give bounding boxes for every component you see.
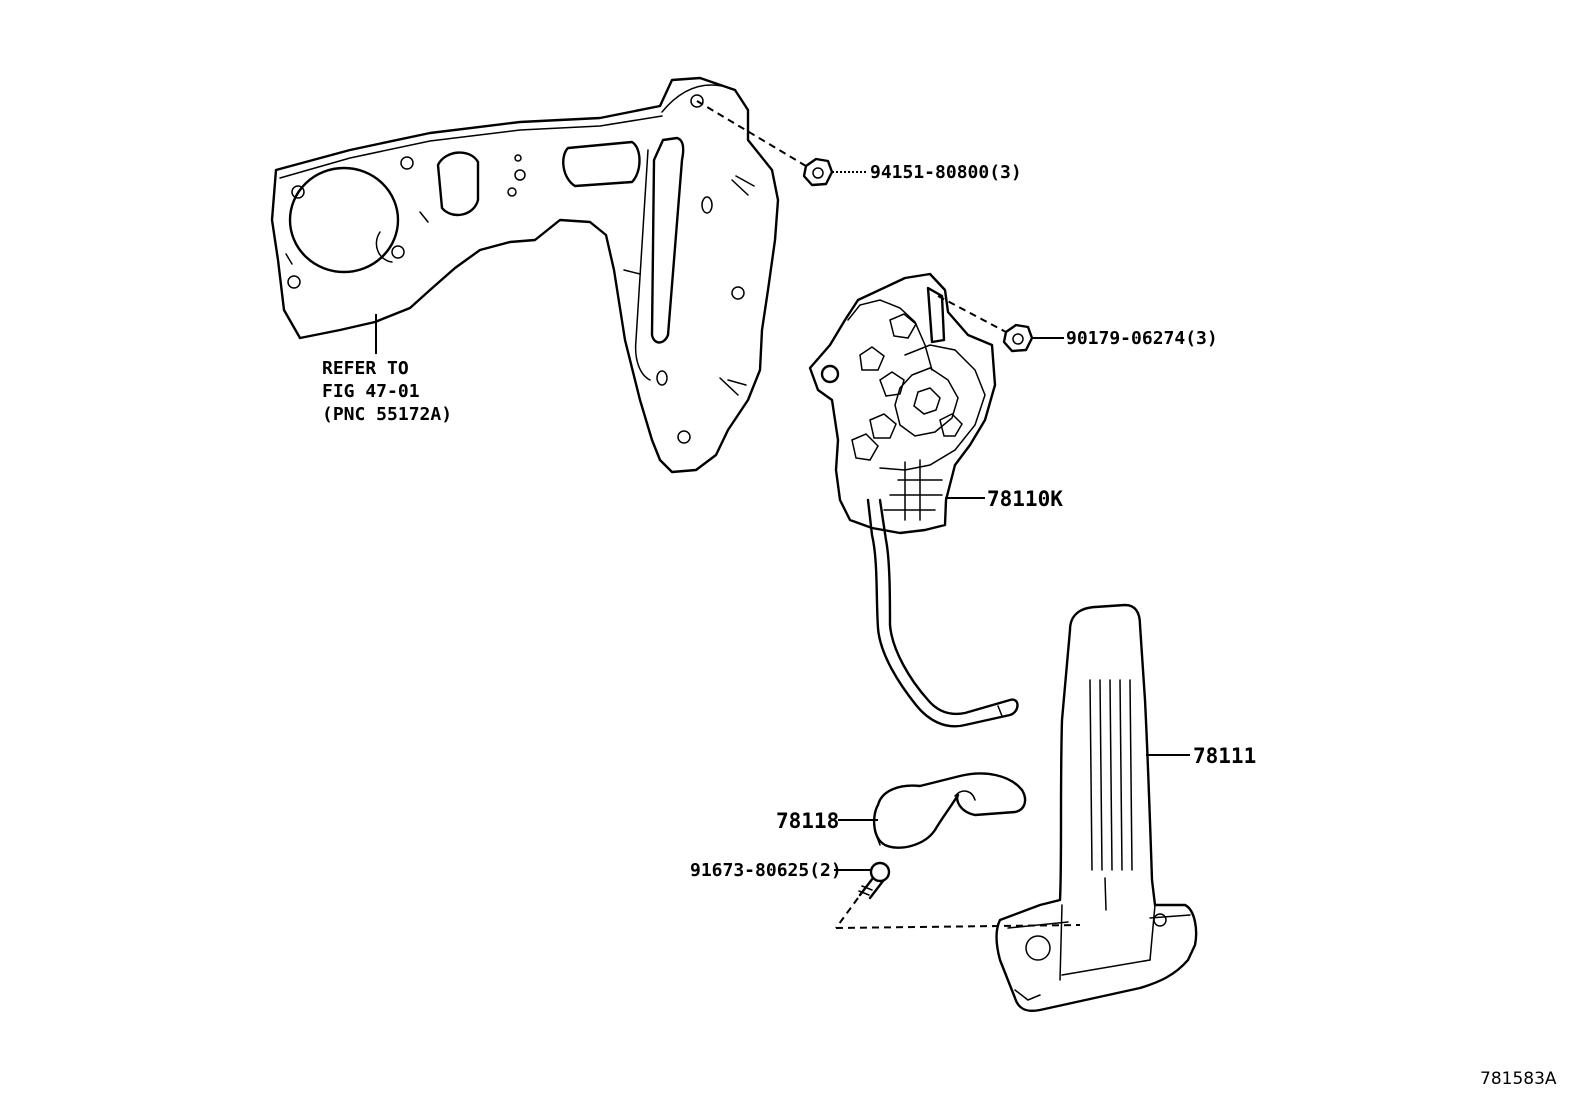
diagram-code: 781583A bbox=[1480, 1069, 1557, 1089]
label-pedal-pad: 78111 bbox=[1193, 744, 1256, 768]
stopper-part bbox=[872, 772, 1027, 849]
bracket-part bbox=[270, 76, 780, 474]
label-bolt: 91673-80625(2) bbox=[690, 860, 842, 881]
label-refer-line3: (PNC 55172A) bbox=[322, 404, 452, 425]
label-nut-upper: 94151-80800(3) bbox=[870, 162, 1022, 183]
label-stopper: 78118 bbox=[776, 809, 839, 833]
nut-icon bbox=[1002, 323, 1034, 353]
label-pedal-assembly: 78110K bbox=[987, 487, 1063, 511]
pedal-pad-part bbox=[995, 603, 1198, 1012]
label-nut-mid: 90179-06274(3) bbox=[1066, 328, 1218, 349]
accelerator-pedal-assembly bbox=[808, 272, 1019, 728]
nut-icon bbox=[802, 157, 834, 187]
label-refer-line2: FIG 47-01 bbox=[322, 381, 420, 402]
label-refer-line1: REFER TO bbox=[322, 358, 409, 379]
bolt-icon bbox=[858, 861, 891, 900]
